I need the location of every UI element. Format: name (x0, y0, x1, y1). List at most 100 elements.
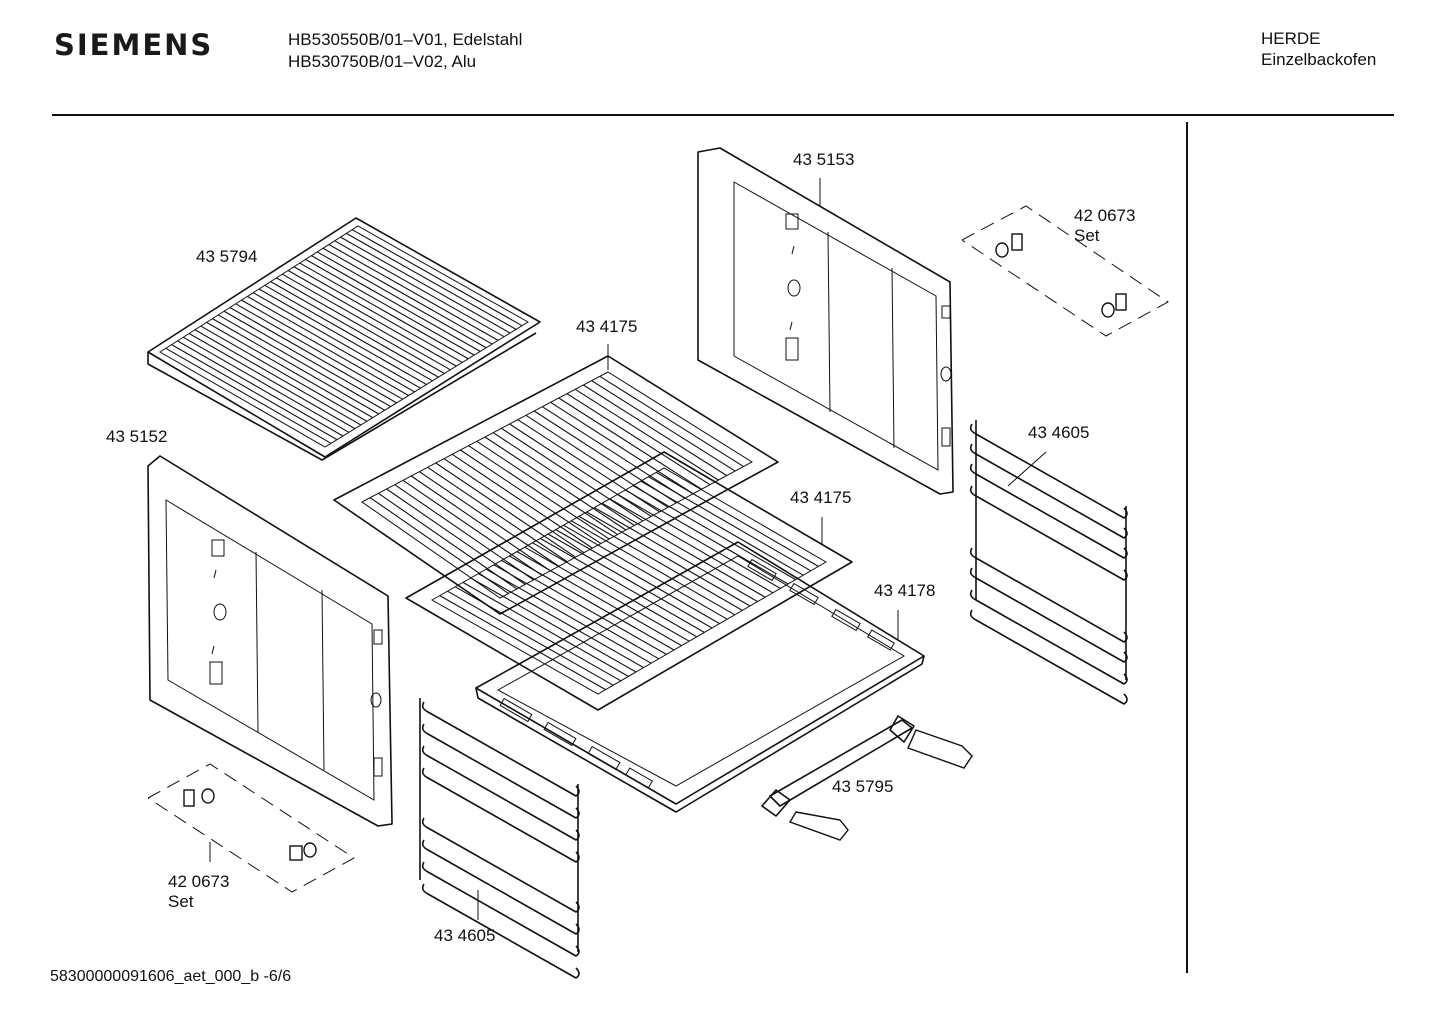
shelf-wire (476, 440, 618, 535)
label-rail-left: 43 4605 (434, 926, 495, 945)
rack-wire (346, 232, 517, 330)
shelf-wire (447, 590, 614, 686)
label-set-right-suffix: Set (1074, 226, 1100, 245)
rack-wire (252, 292, 421, 389)
shelf-wire (648, 476, 812, 572)
shelf-wire (478, 573, 644, 669)
rack-wire (316, 251, 487, 349)
shelf-wire (570, 520, 736, 616)
rail-wire (969, 463, 1128, 559)
shelf-wire (625, 489, 789, 585)
shelf-wire (655, 471, 819, 567)
rail-wire (969, 609, 1128, 705)
rail-wire (969, 567, 1128, 663)
shelf-wire (462, 581, 629, 677)
label-side-right: 43 5153 (793, 150, 854, 169)
label-set-left-suffix: Set (168, 892, 194, 911)
shelf-wire (542, 406, 686, 499)
part-side-right[interactable] (697, 147, 954, 495)
shelf-wire (501, 559, 667, 655)
model-line-2: HB530750B/01–V02, Alu (288, 52, 477, 71)
part-tray[interactable] (475, 541, 925, 813)
part-rail-right[interactable] (969, 420, 1128, 705)
shelf-wire (539, 537, 705, 633)
shelf-wire (563, 524, 728, 620)
leader-rail-right (1007, 451, 1047, 487)
sidebar-divider (1186, 122, 1188, 973)
category-line-2: Einzelbackofen (1261, 50, 1377, 69)
rail-wire (969, 423, 1128, 519)
rack-wire (177, 340, 344, 437)
rail-wire (421, 839, 580, 935)
document-id: 58300000091606_aet_000_b -6/6 (50, 968, 292, 985)
label-set-right-number: 42 0673 (1074, 206, 1135, 225)
shelf-wire (470, 577, 637, 673)
rack-wire (340, 236, 511, 334)
shelf-wire (566, 393, 711, 486)
shelf-wire (509, 423, 652, 517)
part-side-left[interactable] (147, 455, 393, 827)
rack-wire (287, 269, 457, 367)
label-side-left: 43 5152 (106, 427, 167, 446)
rack-wire (223, 310, 391, 408)
rail-wire (969, 589, 1128, 685)
rack-wire (200, 325, 368, 422)
shelf-wire (574, 388, 719, 481)
rack-wire (293, 266, 463, 363)
rack-wire (351, 229, 523, 327)
rail-wire (421, 861, 580, 957)
part-rack-top[interactable] (147, 217, 541, 461)
shelf-wire (550, 401, 694, 495)
part-shelf-lower[interactable] (405, 451, 853, 711)
rack-wire (235, 303, 403, 400)
label-tray: 43 4178 (874, 581, 935, 600)
rack-wire (311, 255, 481, 352)
part-rail-left[interactable] (419, 698, 580, 979)
rack-wire (188, 332, 356, 430)
rail-wire (421, 767, 580, 863)
shelf-wire (558, 397, 702, 490)
rack-wire (322, 247, 493, 345)
rack-wire (194, 329, 362, 426)
part-handle[interactable] (761, 715, 973, 841)
shelf-wire (591, 380, 736, 472)
shelf-wire (524, 546, 690, 642)
shelf-wire (609, 498, 774, 594)
shelf-wire (501, 427, 644, 522)
shelf-wire (435, 462, 576, 558)
brand-logo: SIEMENS (54, 28, 214, 62)
shelf-wire (493, 564, 660, 660)
rack-wire (171, 344, 338, 441)
rack-wire (328, 244, 499, 341)
shelf-wire (509, 555, 675, 651)
rail-wire (969, 485, 1128, 581)
shelf-wire (402, 479, 543, 576)
part-set-right[interactable] (961, 205, 1169, 337)
rack-wire (206, 321, 374, 419)
rack-wire (276, 277, 445, 374)
shelf-wire (468, 445, 610, 540)
rack-wire (217, 314, 385, 411)
label-rail-right: 43 4605 (1028, 423, 1089, 442)
shelf-wire (443, 458, 585, 554)
shelf-wire (386, 488, 526, 585)
rack-wire (282, 273, 451, 371)
rack-wire (305, 258, 475, 356)
shelf-wire (427, 466, 568, 563)
rack-wire (334, 240, 505, 338)
rack-wire (212, 318, 380, 415)
rack-wire (247, 295, 415, 393)
shelf-wire (394, 484, 534, 581)
label-shelf-upper: 43 4175 (576, 317, 637, 336)
shelf-wire (599, 375, 744, 467)
rack-wire (258, 288, 427, 385)
shelf-wire (601, 502, 766, 598)
rail-wire (969, 547, 1128, 643)
shelf-wire (583, 384, 728, 477)
shelf-wire (617, 493, 781, 589)
rack-wire (264, 284, 433, 382)
part-set-left[interactable] (147, 763, 355, 893)
category-line-1: HERDE (1261, 29, 1321, 48)
shelf-wire (640, 480, 804, 576)
